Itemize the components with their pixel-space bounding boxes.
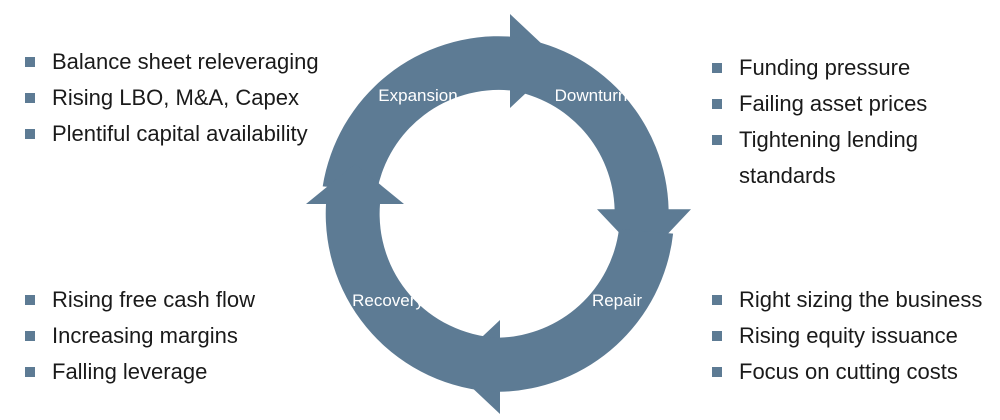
list-item: Funding pressure <box>712 50 972 86</box>
bullet-square-icon <box>712 331 722 341</box>
phase-label-expansion: Expansion <box>378 86 457 105</box>
bullet-square-icon <box>25 331 35 341</box>
list-item-text: Plentiful capital availability <box>52 121 308 146</box>
list-item-text: Rising free cash flow <box>52 287 255 312</box>
list-item: Balance sheet releveraging <box>25 44 325 80</box>
list-item: Plentiful capital availability <box>25 116 325 152</box>
bullet-square-icon <box>25 129 35 139</box>
list-item-text: Funding pressure <box>739 55 911 80</box>
list-item: Failing asset prices <box>712 86 972 122</box>
bullet-square-icon <box>712 295 722 305</box>
bullet-square-icon <box>712 63 722 73</box>
bullet-square-icon <box>712 99 722 109</box>
list-item: Focus on cutting costs <box>712 354 992 390</box>
bullet-square-icon <box>712 367 722 377</box>
list-item: Falling leverage <box>25 354 315 390</box>
list-item: Right sizing the business <box>712 282 992 318</box>
list-item-text: Increasing margins <box>52 323 238 348</box>
list-item-text: Rising equity issuance <box>739 323 958 348</box>
phase-label-repair: Repair <box>592 291 642 310</box>
list-item: Rising LBO, M&A, Capex <box>25 80 325 116</box>
repair-bullet-list: Right sizing the business Rising equity … <box>712 282 992 390</box>
cycle-arrow-bottom <box>450 229 674 414</box>
bullet-square-icon <box>712 135 722 145</box>
downturn-bullet-list: Funding pressure Failing asset prices Ti… <box>712 50 972 194</box>
list-item-text: Right sizing the business <box>739 287 983 312</box>
list-item: Rising free cash flow <box>25 282 315 318</box>
recovery-bullet-list: Rising free cash flow Increasing margins… <box>25 282 315 390</box>
list-item-text: Falling leverage <box>52 359 208 384</box>
bullet-square-icon <box>25 93 35 103</box>
phase-label-downturn: Downturn <box>555 86 628 105</box>
list-item: Rising equity issuance <box>712 318 992 354</box>
bullet-square-icon <box>25 367 35 377</box>
list-item-text: Balance sheet releveraging <box>52 49 319 74</box>
list-item: Tightening lending standards <box>712 122 972 194</box>
cycle-arrow-right <box>510 36 691 259</box>
cycle-arrow-top <box>322 14 560 192</box>
list-item-text: Tightening lending standards <box>739 127 918 188</box>
bullet-square-icon <box>25 57 35 67</box>
list-item-text: Rising LBO, M&A, Capex <box>52 85 299 110</box>
expansion-bullet-list: Balance sheet releveraging Rising LBO, M… <box>25 44 325 152</box>
bullet-square-icon <box>25 295 35 305</box>
list-item-text: Focus on cutting costs <box>739 359 958 384</box>
cycle-arrow-left <box>306 164 497 392</box>
phase-label-recovery: Recovery <box>352 291 424 310</box>
list-item: Increasing margins <box>25 318 315 354</box>
list-item-text: Failing asset prices <box>739 91 928 116</box>
